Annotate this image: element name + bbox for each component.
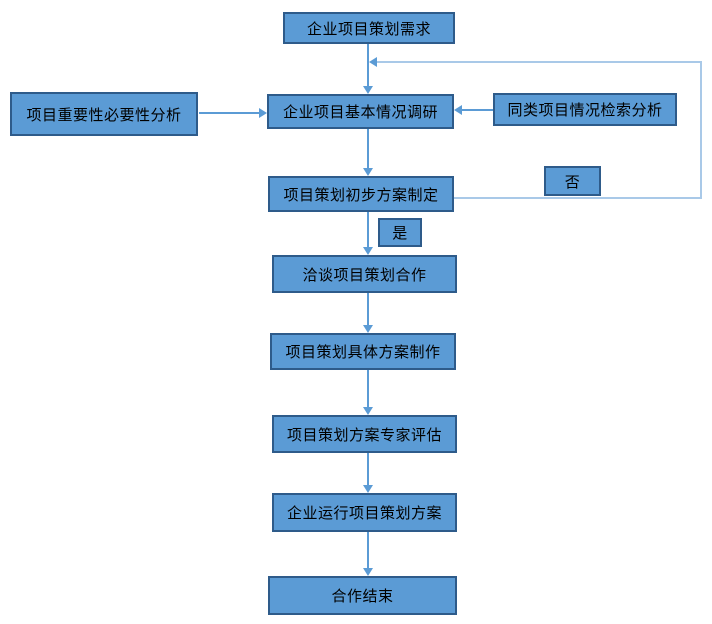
node-basic-research[interactable]: 企业项目基本情况调研 — [267, 94, 454, 129]
connector-importance-to-research-line — [199, 112, 259, 114]
feedback-loop-bottom-line — [454, 197, 702, 199]
connector-preliminary-to-negotiate-line — [367, 212, 369, 247]
connector-run-to-end-line — [367, 532, 369, 568]
feedback-loop-top-line — [377, 61, 701, 63]
node-similar-search[interactable]: 同类项目情况检索分析 — [493, 93, 677, 126]
arrowhead-down-icon — [363, 247, 373, 255]
connector-start-to-research-line — [367, 44, 369, 88]
connector-detailed-to-expert-line — [367, 370, 369, 407]
node-negotiate[interactable]: 洽谈项目策划合作 — [272, 255, 457, 293]
node-importance-analysis[interactable]: 项目重要性必要性分析 — [10, 92, 198, 136]
connector-negotiate-to-detailed-line — [367, 293, 369, 325]
arrowhead-down-icon — [363, 485, 373, 493]
arrowhead-left-icon — [369, 57, 377, 67]
connector-research-to-preliminary-line — [367, 129, 369, 168]
feedback-loop-right-line — [700, 61, 702, 199]
arrowhead-down-icon — [363, 168, 373, 176]
node-decision-yes[interactable]: 是 — [378, 218, 422, 247]
node-end[interactable]: 合作结束 — [268, 576, 457, 615]
node-run-plan[interactable]: 企业运行项目策划方案 — [272, 493, 457, 532]
arrowhead-down-icon — [363, 325, 373, 333]
node-decision-no[interactable]: 否 — [544, 166, 601, 196]
arrowhead-right-icon — [259, 108, 267, 118]
arrowhead-down-icon — [363, 568, 373, 576]
node-start[interactable]: 企业项目策划需求 — [283, 12, 455, 44]
arrowhead-down-icon — [363, 407, 373, 415]
connector-similar-to-research-line — [462, 109, 493, 111]
connector-expert-to-run-line — [367, 453, 369, 485]
node-expert-eval[interactable]: 项目策划方案专家评估 — [272, 415, 457, 453]
node-preliminary-plan[interactable]: 项目策划初步方案制定 — [268, 176, 454, 212]
arrowhead-down-icon — [363, 86, 373, 94]
arrowhead-left-icon — [454, 105, 462, 115]
node-detailed-plan[interactable]: 项目策划具体方案制作 — [270, 333, 456, 370]
